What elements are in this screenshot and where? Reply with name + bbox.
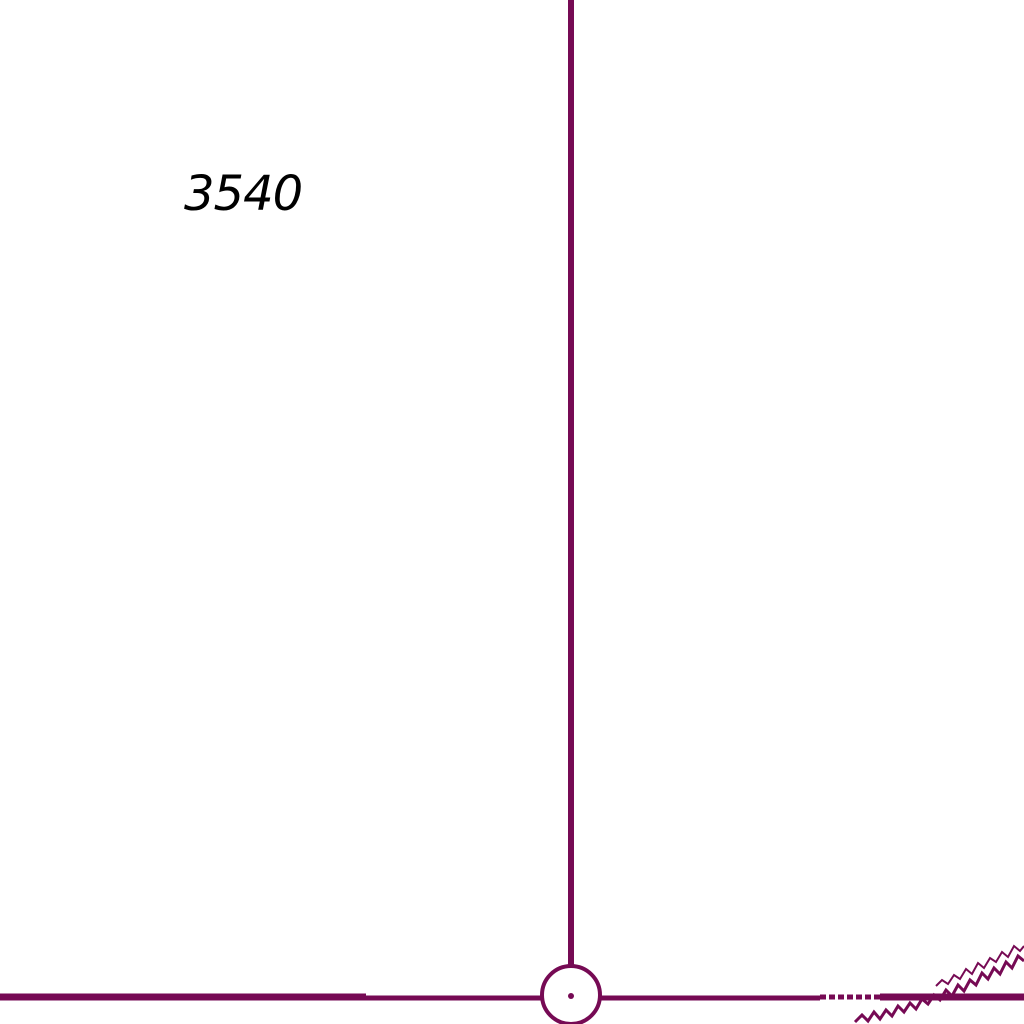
parcel-number-label: 3540 [184,166,303,222]
survey-point-center-dot [568,993,574,999]
wavy-boundary-line [853,953,1024,1024]
survey-point-circle [540,964,602,1024]
wavy-boundary-line-secondary [935,944,1024,987]
